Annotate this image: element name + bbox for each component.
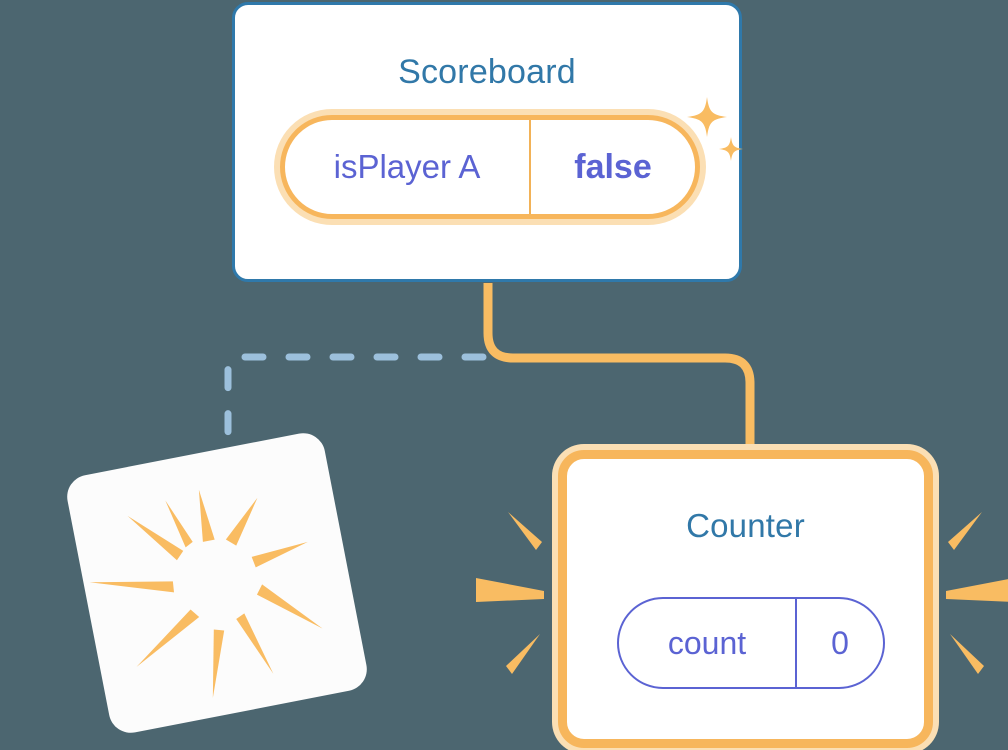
counter-state-value: 0	[831, 624, 849, 661]
starburst-ray	[236, 613, 274, 674]
scoreboard-state-value: false	[574, 147, 652, 186]
node-card-counter[interactable]: Counter count 0	[558, 450, 933, 748]
starburst-ray	[136, 609, 200, 667]
starburst-ray	[251, 541, 308, 568]
counter-state-pill[interactable]: count 0	[617, 597, 885, 689]
starburst-ray	[165, 500, 193, 548]
scoreboard-state-pill[interactable]: isPlayer A false	[280, 115, 700, 219]
burst-ray	[476, 578, 544, 602]
scoreboard-state-pill-wrapper: isPlayer A false	[280, 115, 700, 219]
counter-burst-right-icon	[946, 512, 1008, 674]
burst-ray	[508, 512, 542, 550]
burst-ray	[946, 579, 1008, 602]
connector-scoreboard-to-counter-solid	[483, 283, 755, 456]
starburst-ray	[212, 629, 225, 698]
scoreboard-title: Scoreboard	[398, 53, 576, 91]
starburst-ray	[225, 497, 258, 546]
starburst-icon	[89, 489, 323, 698]
starburst-ray	[198, 489, 215, 542]
node-card-scoreboard[interactable]: Scoreboard isPlayer A false	[232, 2, 743, 282]
burst-ray	[506, 634, 540, 674]
counter-title: Counter	[686, 507, 805, 544]
counter-burst-left-icon	[476, 512, 544, 674]
counter-state-key: count	[619, 599, 797, 687]
starburst-ray	[127, 515, 184, 561]
connector-scoreboard-to-blank-card-dashed	[224, 353, 487, 482]
starburst-ray	[256, 584, 323, 629]
scoreboard-state-key: isPlayer A	[285, 120, 531, 214]
burst-ray	[950, 634, 984, 674]
burst-ray	[948, 512, 982, 550]
starburst-ray	[89, 581, 174, 593]
sparkle-small-icon	[719, 137, 743, 161]
node-card-blank[interactable]	[63, 429, 371, 737]
